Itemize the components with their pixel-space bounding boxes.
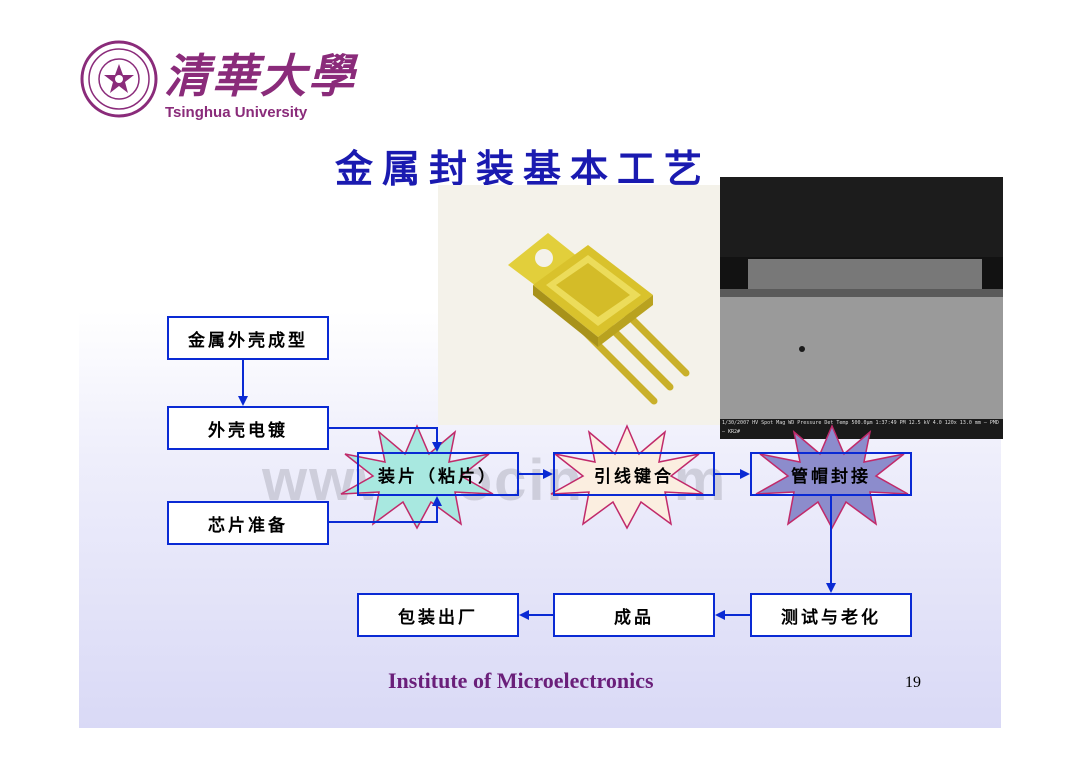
footer-institute: Institute of Microelectronics [388, 668, 654, 694]
arrow-plating-to-die-attach [329, 428, 437, 450]
page-number: 19 [905, 674, 921, 692]
arrow-chip-to-die-attach [329, 498, 437, 522]
